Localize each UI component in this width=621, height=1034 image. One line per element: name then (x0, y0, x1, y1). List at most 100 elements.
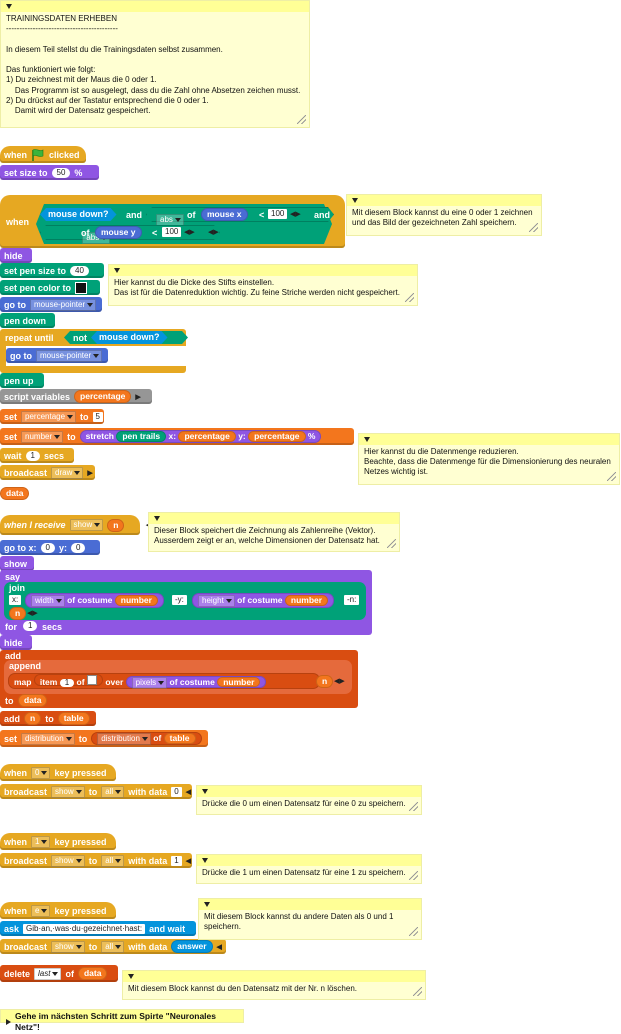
comment-delete[interactable]: Mit diesem Block kannst du den Datensatz… (122, 970, 426, 1000)
ask-and-wait-block[interactable]: ask Gib·an,·was·du·gezeichnet·hast: and … (0, 921, 196, 936)
data-variable[interactable]: data (0, 487, 30, 500)
data-input[interactable]: 0 (171, 786, 182, 797)
item-index-input[interactable]: 1 (59, 679, 75, 687)
message-dropdown[interactable]: show (51, 854, 85, 867)
key-dropdown[interactable]: e (31, 904, 51, 917)
message-dropdown[interactable]: show (69, 519, 104, 531)
when-flag-clicked-hat[interactable]: when clicked (0, 146, 86, 163)
data-variable[interactable]: data (77, 967, 108, 980)
number-variable[interactable]: number (114, 595, 158, 606)
resize-handle-icon[interactable] (413, 987, 422, 996)
comment-reduce[interactable]: Hier kannst du die Datenmenge reduzieren… (358, 433, 620, 485)
show-block[interactable]: show (0, 556, 34, 571)
variadic-arrows-icon[interactable]: ◀▶ (334, 678, 345, 685)
variadic-arrows-icon[interactable]: ◀▶ (27, 610, 38, 617)
size-input[interactable]: 50 (51, 167, 71, 178)
mouse-down-predicate[interactable]: mouse down? (91, 331, 168, 344)
join-text-n[interactable]: -n: (344, 595, 360, 605)
limit-input-y[interactable]: 100 (162, 227, 182, 237)
broadcast-show-answer-block[interactable]: broadcast show to all with data answer ◀ (0, 939, 226, 954)
message-dropdown[interactable]: draw (51, 466, 84, 479)
percentage-variable[interactable]: percentage (74, 390, 132, 403)
delete-last-block[interactable]: delete last of data (0, 965, 118, 982)
resize-handle-icon[interactable] (387, 539, 396, 548)
answer-reporter[interactable]: answer (171, 940, 213, 953)
hide-block[interactable]: hide (0, 248, 32, 263)
hide-block-2[interactable]: hide (0, 635, 32, 650)
comment-pen[interactable]: Hier kannst du die Dicke des Stifts eins… (108, 264, 418, 306)
y-input[interactable]: 0 (70, 542, 86, 553)
number-variable[interactable]: number (284, 595, 329, 606)
n-parameter[interactable]: n (107, 518, 125, 532)
comment-titlebar[interactable] (109, 265, 417, 276)
add-n-to-table-block[interactable]: add n to table (0, 711, 96, 726)
set-number-block[interactable]: set number to stretch pen trails x: perc… (0, 428, 354, 445)
collapse-arrow-icon[interactable] (352, 198, 358, 203)
limit-input-x[interactable]: 100 (268, 209, 288, 219)
comment-titlebar[interactable] (197, 855, 421, 866)
when-i-receive-hat[interactable]: when I receive show n ◀ (0, 515, 151, 535)
variable-dropdown[interactable]: distribution (21, 732, 75, 745)
arrow-left-icon[interactable]: ◀ (185, 857, 192, 865)
variadic-arrows-icon[interactable]: ◀▶ (290, 211, 301, 218)
go-to-xy-block[interactable]: go to x: 0 y: 0 (0, 540, 100, 555)
collapse-arrow-icon[interactable] (128, 974, 134, 979)
set-pen-color-block[interactable]: set pen color to (0, 280, 100, 295)
message-dropdown[interactable]: show (51, 940, 85, 953)
collapse-arrow-icon[interactable] (204, 902, 210, 907)
set-distribution-block[interactable]: set distribution to distribution of tabl… (0, 730, 208, 747)
broadcast-draw-block[interactable]: broadcast draw ▶ (0, 465, 95, 480)
distribution-of-reporter[interactable]: distribution of table (91, 732, 202, 745)
variadic-arrows-icon[interactable]: ◀▶ (184, 229, 195, 236)
attribute-dropdown[interactable]: height (198, 595, 235, 607)
arrow-left-icon[interactable]: ◀ (185, 788, 192, 796)
color-swatch[interactable] (75, 281, 88, 294)
attribute-dropdown[interactable]: width (31, 595, 65, 607)
table-variable[interactable]: table (163, 733, 196, 744)
for-input[interactable]: 1 (23, 621, 38, 631)
comment-receive[interactable]: Dieser Block speichert die Zeichnung als… (148, 512, 400, 552)
intro-comment[interactable]: TRAININGSDATEN ERHEBEN -----------------… (0, 0, 310, 128)
join-text-x[interactable]: x: (9, 595, 22, 605)
resize-handle-icon[interactable] (297, 115, 306, 124)
go-to-block[interactable]: go to mouse-pointer (0, 297, 102, 312)
comment-key0[interactable]: Drücke die 0 um einen Datensatz für eine… (196, 785, 422, 815)
collapse-arrow-icon[interactable] (154, 516, 160, 521)
wait-input[interactable]: 1 (25, 450, 40, 461)
variadic-arrows-icon[interactable]: ◀▶ (208, 229, 219, 236)
comment-titlebar[interactable] (359, 434, 619, 445)
join-text-y[interactable]: -y: (172, 595, 187, 605)
n-variable[interactable]: n (24, 712, 42, 725)
key-dropdown[interactable]: 0 (31, 766, 51, 779)
comment-keye[interactable]: Mit diesem Block kannst du andere Daten … (198, 898, 422, 940)
comment-titlebar[interactable] (1, 1, 309, 12)
item-of-ring[interactable]: item 1 of (33, 674, 103, 687)
variable-dropdown[interactable]: percentage (21, 410, 77, 423)
wait-block[interactable]: wait 1 secs (0, 448, 74, 463)
comment-titlebar[interactable] (197, 786, 421, 797)
comment-draw[interactable]: Mit diesem Block kannst du eine 0 oder 1… (346, 194, 542, 236)
attribute-dropdown[interactable]: pixels (131, 677, 168, 689)
variable-dropdown[interactable]: number (21, 430, 64, 443)
broadcast-show-1-block[interactable]: broadcast show to all with data 1 ◀ (0, 853, 192, 868)
set-pen-size-block[interactable]: set pen size to 40 (0, 263, 104, 278)
x-input[interactable]: 0 (40, 542, 55, 553)
set-size-block[interactable]: set size to 50 % (0, 165, 99, 180)
height-of-costume-reporter[interactable]: height of costume number (192, 593, 335, 608)
comment-titlebar[interactable] (347, 195, 541, 206)
resize-handle-icon[interactable] (409, 802, 418, 811)
resize-handle-icon[interactable] (405, 293, 414, 302)
function-dropdown[interactable]: distribution (97, 733, 151, 745)
mouse-down-predicate[interactable]: mouse down? (40, 208, 117, 221)
pen-down-block[interactable]: pen down (0, 313, 55, 328)
collapse-arrow-icon[interactable] (6, 4, 12, 9)
data-input[interactable]: 1 (171, 855, 182, 866)
map-reporter[interactable]: map item 1 of over pixels of costume num… (8, 673, 320, 689)
width-of-costume-reporter[interactable]: width of costume number (25, 593, 164, 608)
n-variable[interactable]: n (9, 607, 27, 620)
abs-dropdown[interactable]: abs (156, 214, 184, 226)
receiver-dropdown[interactable]: all (101, 854, 125, 867)
broadcast-show-0-block[interactable]: broadcast show to all with data 0 ◀ (0, 784, 192, 799)
key-dropdown[interactable]: 1 (31, 835, 51, 848)
question-input[interactable]: Gib·an,·was·du·gezeichnet·hast: (23, 923, 146, 934)
